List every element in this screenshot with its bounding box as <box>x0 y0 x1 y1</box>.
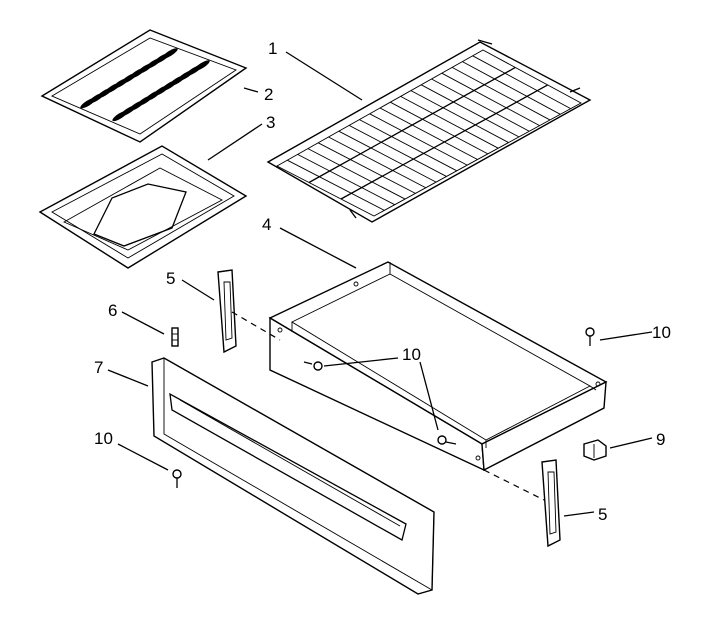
broiler-grid <box>40 29 248 143</box>
rack-wire <box>307 148 406 200</box>
screw-right-top <box>585 327 595 346</box>
part-label-10-left: 10 <box>94 429 113 448</box>
slide-alignment-right <box>483 469 545 501</box>
part-label-6: 6 <box>108 301 117 320</box>
rack-wire <box>390 101 489 155</box>
slide-alignment-left <box>231 311 281 341</box>
part-label-7: 7 <box>94 358 103 377</box>
rack-wire <box>400 96 499 149</box>
rack-wire <box>410 90 509 143</box>
rack-wire <box>420 84 520 138</box>
part-label-5-left: 5 <box>166 269 175 288</box>
rack-crossbar <box>308 66 516 184</box>
rack-wire <box>348 125 447 177</box>
rack-wire <box>451 67 551 121</box>
drawer-slide-left <box>217 269 237 354</box>
rack-wire <box>369 113 468 166</box>
rack-wire <box>297 154 395 206</box>
bracket <box>583 439 607 461</box>
screw-center <box>303 361 323 371</box>
broiler-pan <box>38 145 248 269</box>
leader-lines <box>107 51 653 517</box>
rack-wire <box>431 78 530 132</box>
grid-slot <box>162 48 178 59</box>
grid-slot <box>194 60 210 71</box>
rack-wire <box>462 61 561 115</box>
screw-left-bottom <box>172 469 182 488</box>
part-label-9: 9 <box>656 430 665 449</box>
part-label-2: 2 <box>264 85 273 104</box>
part-label-4: 4 <box>262 215 271 234</box>
rack-wire <box>379 107 478 160</box>
part-label-10-center: 10 <box>402 345 421 364</box>
rack-wire <box>287 159 385 211</box>
drawer-front-panel <box>151 357 435 595</box>
drawer-slide-right <box>541 459 561 548</box>
rack-wire <box>441 72 540 126</box>
part-label-10-right: 10 <box>652 323 671 342</box>
rack-wire <box>359 119 458 172</box>
stud <box>171 327 179 347</box>
part-label-1: 1 <box>268 39 277 58</box>
rack-wire <box>472 55 571 110</box>
oven-rack <box>266 39 592 223</box>
rack-wire <box>328 136 426 189</box>
screw-center-2 <box>437 435 457 445</box>
part-label-3: 3 <box>266 113 275 132</box>
rack-crossbar <box>340 84 548 200</box>
part-label-5-right: 5 <box>598 505 607 524</box>
rack-wire <box>317 142 416 194</box>
rack-wire <box>338 130 437 183</box>
